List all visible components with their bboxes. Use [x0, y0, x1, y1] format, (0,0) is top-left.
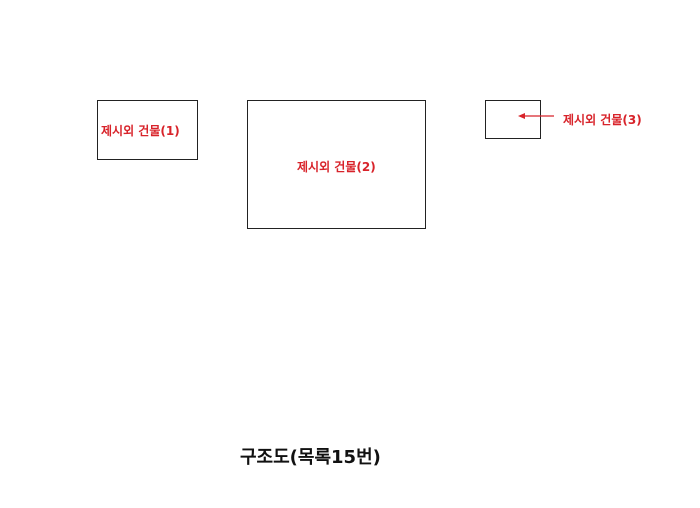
- building-2-box: [247, 100, 426, 229]
- arrow-left-icon: [518, 113, 554, 119]
- diagram-title: 구조도(목록15번): [240, 447, 381, 468]
- building-3-box: [485, 100, 541, 139]
- building-1-label: 제시외 건물(1): [101, 124, 180, 138]
- building-3-label: 제시외 건물(3): [563, 113, 642, 127]
- building-2-label: 제시외 건물(2): [297, 160, 376, 174]
- building-1-box: [97, 100, 198, 160]
